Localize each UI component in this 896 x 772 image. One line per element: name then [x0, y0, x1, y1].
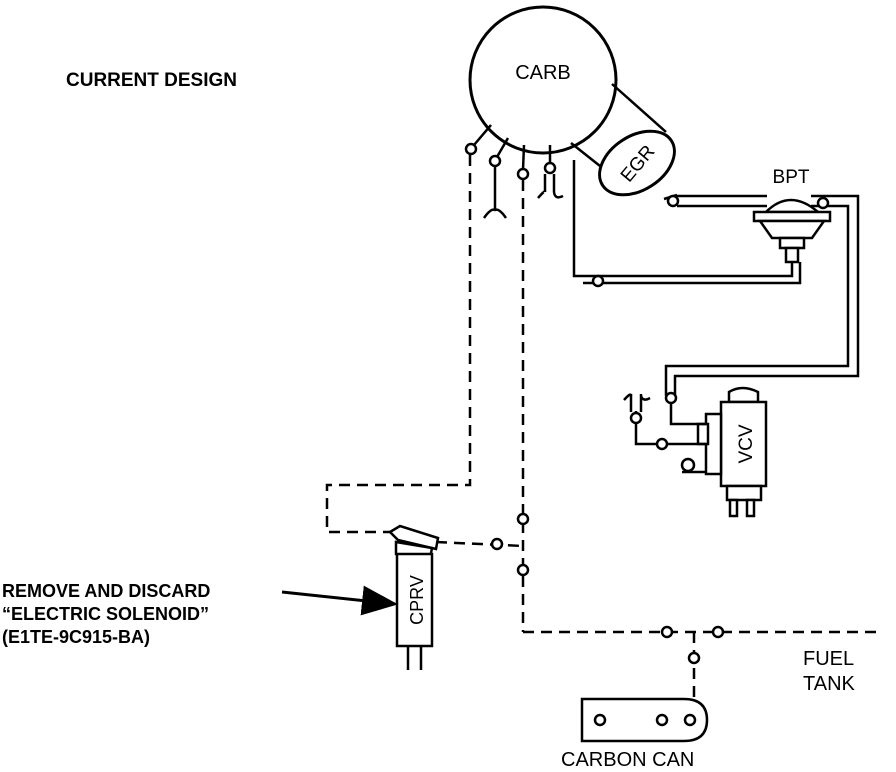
carbon-can-component	[580, 697, 709, 743]
dashed-vacuum-hoses	[325, 155, 880, 700]
callout-line-2: “ELECTRIC SOLENOID”	[2, 604, 210, 624]
cprv-label: CPRV	[407, 575, 427, 625]
bpt-component	[752, 196, 832, 264]
vcv-hoses	[623, 391, 706, 451]
bpt-label: BPT	[773, 167, 810, 188]
carb-label: CARB	[515, 62, 571, 84]
fuel-tank-label-line-1: FUEL	[803, 648, 855, 670]
carb-egr-link	[570, 83, 667, 167]
callout-line-3: (E1TE-9C915-BA)	[2, 627, 151, 647]
carbon-can-label: CARBON CAN	[561, 749, 695, 771]
carb-ports	[464, 124, 557, 181]
cprv-component	[387, 524, 440, 670]
solid-vacuum-hoses	[572, 160, 860, 396]
line-junctions	[490, 512, 725, 665]
callout-arrow	[281, 585, 398, 616]
vcv-label: VCV	[736, 424, 757, 463]
diagram-title: CURRENT DESIGN	[66, 70, 238, 91]
fuel-tank-label-line-2: TANK	[803, 673, 855, 695]
carb-component: CARB	[468, 5, 618, 155]
capped-port-symbols	[482, 166, 564, 219]
egr-component: EGR	[598, 129, 676, 197]
vcv-component	[680, 386, 768, 518]
callout-line-1: REMOVE AND DISCARD	[2, 581, 211, 601]
